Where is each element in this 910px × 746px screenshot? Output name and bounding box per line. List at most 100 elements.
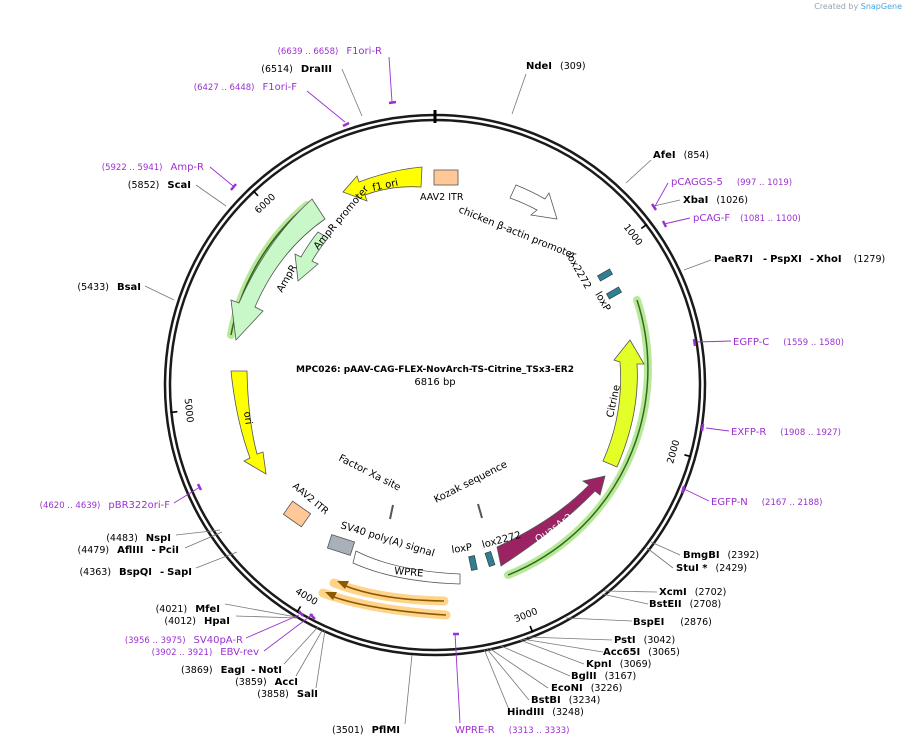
bglii-leader xyxy=(500,645,571,677)
tick-mark-2000 xyxy=(684,454,692,458)
ampr-label: AmpR xyxy=(275,263,299,294)
tick-mark-3000 xyxy=(529,625,534,633)
hpai-label: (4012)HpaI xyxy=(164,616,230,627)
lox2272-top-label: lox2272 xyxy=(563,251,593,291)
sali-label: (3858)SalI xyxy=(257,689,318,700)
chicken-promoter-label: chicken β-actin promoter xyxy=(457,205,578,263)
egfp-c-leader xyxy=(696,340,732,343)
afei-leader xyxy=(625,159,652,184)
wpre-r-leader xyxy=(454,632,461,724)
bstbi-leader xyxy=(486,648,530,701)
amp-r-leader xyxy=(209,166,234,187)
tick-mark-4000 xyxy=(296,605,302,613)
nspi-label: (4483)NspI xyxy=(106,533,171,544)
paer7i-label: PaeR7I-PspXI-XhoI(1279) xyxy=(714,254,885,265)
acc65i-label: Acc65I(3065) xyxy=(603,647,680,658)
acci-leader xyxy=(295,628,324,677)
f1ori-r-bar xyxy=(388,100,397,105)
sali-leader xyxy=(315,629,326,689)
f1ori-r-leader xyxy=(388,56,393,103)
afliii-label: (4479)AflIII-PciI xyxy=(78,545,179,556)
xbai-leader xyxy=(653,199,681,207)
egfp-c-label: EGFP-C(1559 .. 1580) xyxy=(733,337,844,348)
egfp-c-bar xyxy=(692,338,697,347)
lox2272-top xyxy=(597,268,613,282)
chicken-promoter-arrow xyxy=(509,184,558,220)
bsteii-label: BstEII(2708) xyxy=(649,599,721,610)
ampr-promoter-arrow xyxy=(294,231,329,282)
scai-label: (5852)ScaI xyxy=(128,180,191,191)
pcag-f-bar xyxy=(661,220,668,228)
exfp-r-label: EXFP-R(1908 .. 1927) xyxy=(731,427,841,438)
bmgbi-label: BmgBI(2392) xyxy=(683,550,759,561)
pcaggs-5-leader xyxy=(653,182,669,209)
snapgene-credit: Created by SnapGene xyxy=(814,2,902,11)
ebv-rev-bar xyxy=(309,613,316,620)
citrine-arrow xyxy=(602,339,645,468)
econi-label: EcoNI(3226) xyxy=(551,683,622,694)
bspqi-label: (4363)BspQI-SapI xyxy=(79,567,192,578)
orange-arrow-2-head xyxy=(325,592,337,600)
wpre-r-label: WPRE-R(3313 .. 3333) xyxy=(455,725,569,736)
pflmi-leader xyxy=(404,654,413,725)
ampr-arrow xyxy=(230,198,326,341)
econi-leader xyxy=(488,647,549,689)
egfp-n-leader xyxy=(683,488,710,502)
draiii-leader xyxy=(341,68,363,117)
loxp-bottom xyxy=(468,555,478,571)
afliii-leader xyxy=(184,531,223,549)
aav2-itr-top xyxy=(433,169,459,186)
sv40-signal-label: SV40 poly(A) signal xyxy=(339,520,436,559)
mfei-label: (4021)MfeI xyxy=(156,604,220,615)
orange-arrow-1-head xyxy=(337,581,349,589)
sv40pa-r-leader xyxy=(245,614,300,639)
tick-mark-6000 xyxy=(252,190,259,197)
wpre-label: WPRE xyxy=(394,566,424,580)
exfp-r-bar xyxy=(700,423,705,432)
aav2-itr-top-label: AAV2 ITR xyxy=(420,192,464,203)
psti-leader xyxy=(526,636,613,641)
ndei-leader xyxy=(511,73,527,115)
pbr322ori-f-leader xyxy=(173,486,201,504)
bspei-label: BspEI(2876) xyxy=(633,617,712,628)
tick-label-5000: 5000 xyxy=(182,398,195,423)
bsai-leader xyxy=(144,285,175,301)
kpni-label: KpnI(3069) xyxy=(586,659,651,670)
bspqi-leader xyxy=(195,551,238,569)
ori-label: ori xyxy=(241,411,254,425)
f1-ori-label: f1 ori xyxy=(371,178,399,194)
draiii-label: (6514)DraIII xyxy=(261,64,332,75)
egfp-n-bar xyxy=(680,485,686,494)
acci-label: (3859)AccI xyxy=(235,677,298,688)
pcaggs-5-bar xyxy=(650,203,658,211)
sv40-signal xyxy=(326,534,356,556)
bstbi-label: BstBI(3234) xyxy=(531,695,600,706)
pcag-f-leader xyxy=(663,217,691,225)
pbr322ori-f-bar xyxy=(196,483,203,491)
kozak-label: Kozak sequence xyxy=(432,459,509,505)
bsteii-leader xyxy=(601,593,649,605)
snapgene-brand: SnapGene xyxy=(860,2,902,11)
credit-text: Created by xyxy=(814,2,859,11)
orange-arrow-1 xyxy=(342,584,445,602)
f1ori-f-label: (6427 .. 6448)F1ori-F xyxy=(194,82,297,93)
orange-arrow-2 xyxy=(330,595,447,616)
loxp-top xyxy=(606,286,622,300)
loxp-bottom-label: loxP xyxy=(451,542,473,556)
f1ori-r-label: (6639 .. 6658)F1ori-R xyxy=(278,46,382,57)
hpai-leader xyxy=(235,615,299,619)
eagi-label: (3869)EagI-NotI xyxy=(181,665,282,676)
ebv-rev-label: (3902 .. 3921)EBV-rev xyxy=(152,647,259,658)
factor-xa-label: Factor Xa site xyxy=(337,453,403,494)
lox2272-bottom xyxy=(484,551,496,567)
sv40pa-r-bar xyxy=(298,610,304,617)
quasar-arrow xyxy=(496,475,606,567)
bsai-label: (5433)BsaI xyxy=(77,282,141,293)
aav2-itr-bottom xyxy=(282,500,312,528)
paer7i-leader xyxy=(683,259,712,271)
stui-label: StuI *(2429) xyxy=(676,563,747,574)
factor-xa-marker xyxy=(389,504,394,520)
map-title: MPC026: pAAV-CAG-FLEX-NovArch-TS-Citrine… xyxy=(296,365,574,375)
ebv-rev-leader xyxy=(263,613,314,652)
